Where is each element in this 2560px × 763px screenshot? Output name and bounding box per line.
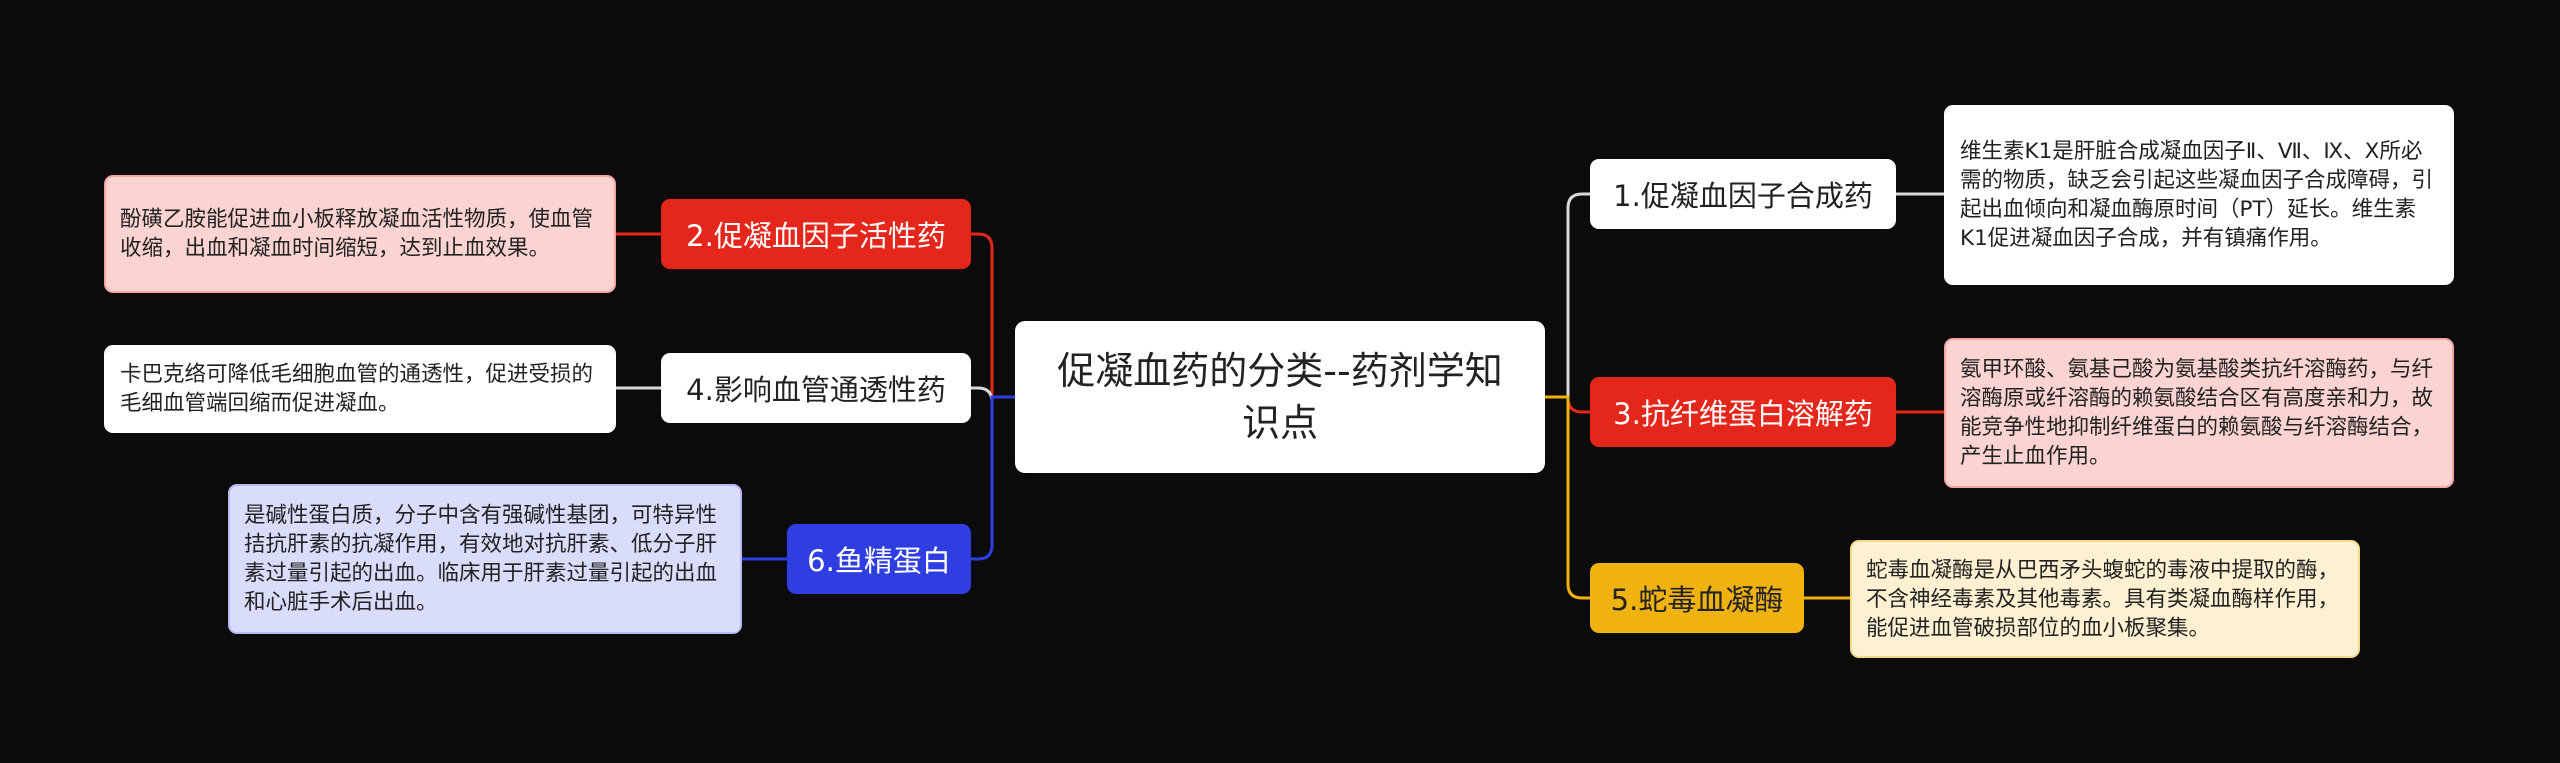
branch-3-label: 3.抗纤维蛋白溶解药	[1613, 397, 1873, 431]
branch-4-vascular-permeability[interactable]: 4.影响血管通透性药	[661, 353, 971, 423]
connector-center-to-branch-6	[971, 395, 1015, 561]
branch-5-detail-text: 蛇毒血凝酶是从巴西矛头蝮蛇的毒液中提取的酶，不含神经毒素及其他毒素。具有类凝血酶…	[1866, 557, 2340, 641]
branch-4-detail-text: 卡巴克络可降低毛细胞血管的通透性，促进受损的毛细血管端回缩而促进凝血。	[120, 362, 594, 416]
branch-2-detail-text: 酚磺乙胺能促进血小板释放凝血活性物质，使血管收缩，出血和凝血时间缩短，达到止血效…	[120, 207, 594, 261]
branch-5-detail-note[interactable]: 蛇毒血凝酶是从巴西矛头蝮蛇的毒液中提取的酶，不含神经毒素及其他毒素。具有类凝血酶…	[1850, 540, 2360, 658]
branch-6-label: 6.鱼精蛋白	[807, 544, 951, 578]
branch-6-detail-note[interactable]: 是碱性蛋白质，分子中含有强碱性基团，可特异性拮抗肝素的抗凝作用，有效地对抗肝素、…	[228, 484, 742, 634]
branch-2-coagulation-factor-activity[interactable]: 2.促凝血因子活性药	[661, 199, 971, 269]
branch-1-coagulation-factor-synthesis[interactable]: 1.促凝血因子合成药	[1590, 159, 1896, 229]
connector-center-to-branch-1	[1545, 192, 1590, 399]
connector-center-to-branch-4	[971, 232, 1015, 399]
branch-1-detail-text: 维生素K1是肝脏合成凝血因子Ⅱ、Ⅶ、Ⅸ、Ⅹ所必需的物质，缺乏会引起这些凝血因子合…	[1960, 139, 2434, 251]
branch-2-label: 2.促凝血因子活性药	[686, 219, 946, 253]
branch-6-detail-text: 是碱性蛋白质，分子中含有强碱性基团，可特异性拮抗肝素的抗凝作用，有效地对抗肝素、…	[244, 503, 718, 615]
central-topic[interactable]: 促凝血药的分类--药剂学知识点	[1015, 321, 1545, 473]
branch-2-detail-note[interactable]: 酚磺乙胺能促进血小板释放凝血活性物质，使血管收缩，出血和凝血时间缩短，达到止血效…	[104, 175, 616, 293]
central-topic-title: 促凝血药的分类--药剂学知识点	[1057, 349, 1503, 445]
branch-6-protamine[interactable]: 6.鱼精蛋白	[787, 524, 971, 594]
branch-4-detail-note[interactable]: 卡巴克络可降低毛细胞血管的通透性，促进受损的毛细血管端回缩而促进凝血。	[104, 345, 616, 433]
branch-3-detail-note[interactable]: 氨甲环酸、氨基己酸为氨基酸类抗纤溶酶药，与纤溶酶原或纤溶酶的赖氨酸结合区有高度亲…	[1944, 338, 2454, 488]
branch-1-detail-note[interactable]: 维生素K1是肝脏合成凝血因子Ⅱ、Ⅶ、Ⅸ、Ⅹ所必需的物质，缺乏会引起这些凝血因子合…	[1944, 105, 2454, 285]
branch-3-antifibrinolytic[interactable]: 3.抗纤维蛋白溶解药	[1590, 377, 1896, 447]
branch-5-label: 5.蛇毒血凝酶	[1610, 583, 1784, 617]
branch-5-hemocoagulase[interactable]: 5.蛇毒血凝酶	[1590, 563, 1804, 633]
branch-3-detail-text: 氨甲环酸、氨基己酸为氨基酸类抗纤溶酶药，与纤溶酶原或纤溶酶的赖氨酸结合区有高度亲…	[1960, 357, 2434, 469]
branch-4-label: 4.影响血管通透性药	[686, 373, 946, 407]
connector-center-to-branch-3	[1545, 395, 1590, 600]
branch-1-label: 1.促凝血因子合成药	[1613, 179, 1873, 213]
